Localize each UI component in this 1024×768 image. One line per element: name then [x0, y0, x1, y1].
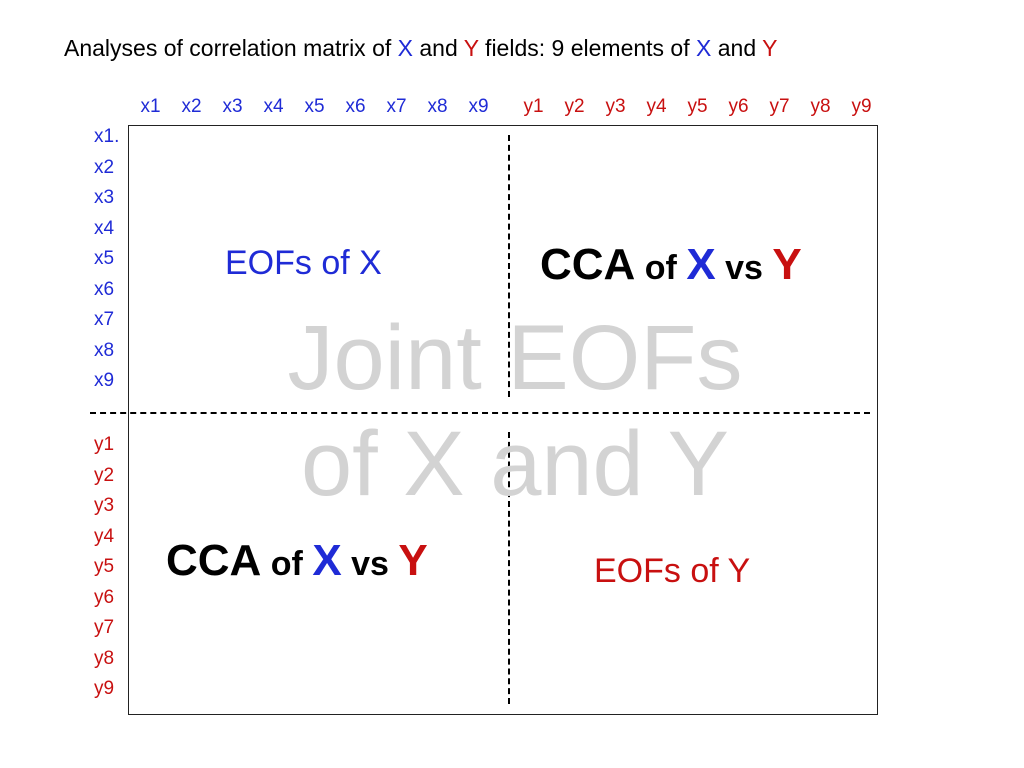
- x-row-label: x6: [94, 278, 115, 300]
- vertical-divider-bottom: [508, 432, 510, 704]
- watermark-line-2: of X and Y: [301, 413, 729, 515]
- y-row-label: y1: [94, 434, 115, 455]
- x-column-header: x7: [386, 96, 407, 117]
- x-column-header: x5: [304, 96, 325, 117]
- x-column-header: x6: [345, 96, 366, 117]
- x-row-label: x9: [94, 370, 115, 391]
- x-row-label: x8: [94, 339, 115, 361]
- watermark-line-1: Joint EOFs: [287, 307, 743, 409]
- y-column-header: y3: [605, 96, 626, 117]
- slide-title: Analyses of correlation matrix of X and …: [64, 35, 777, 62]
- of-word: of: [261, 545, 313, 583]
- y-row-label: y4: [94, 525, 115, 547]
- cca-y: Y: [772, 240, 802, 289]
- y-row-label: y9: [94, 678, 115, 699]
- y-column-header: y8: [810, 96, 831, 117]
- y-row-label: y7: [94, 617, 115, 638]
- x-row-label: x7: [94, 309, 115, 330]
- x-row-label: x2: [94, 156, 115, 178]
- y-column-header: y6: [728, 96, 749, 117]
- y-row-labels: y1 y2 y3 y4 y5 y6 y7 y8 y9: [94, 430, 114, 705]
- title-and-1: and: [412, 35, 464, 61]
- horizontal-divider: [90, 412, 870, 414]
- x-column-header: x1: [140, 96, 161, 117]
- vertical-divider-top: [508, 135, 510, 397]
- y-row-label: y3: [94, 495, 115, 516]
- vs-word: vs: [715, 249, 773, 287]
- y-row-label: y8: [94, 647, 115, 669]
- cca-bottom-left-label: CCA of X vs Y: [166, 536, 428, 586]
- y-column-header: y5: [687, 96, 708, 117]
- title-and-2: and: [711, 35, 763, 61]
- of-word: of: [635, 249, 687, 287]
- title-middle: fields: 9 elements of: [478, 35, 697, 61]
- title-y-2: Y: [762, 35, 778, 61]
- cca-x: X: [686, 240, 716, 289]
- eofs-of-y-label: EOFs of Y: [594, 552, 751, 590]
- y-column-header: y4: [646, 96, 667, 117]
- cca-x: X: [312, 536, 342, 585]
- cca-y: Y: [398, 536, 428, 585]
- x-column-header: x8: [427, 96, 448, 117]
- cca-word: CCA: [540, 240, 636, 289]
- eofs-of-x-label: EOFs of X: [225, 244, 382, 282]
- x-row-label: x5: [94, 248, 115, 269]
- y-column-header: y9: [851, 96, 872, 117]
- x-row-label: x1.: [94, 126, 120, 147]
- title-x: X: [397, 35, 413, 61]
- cca-top-right-label: CCA of X vs Y: [540, 240, 802, 290]
- x-row-label: x4: [94, 217, 115, 239]
- title-y: Y: [463, 35, 479, 61]
- correlation-matrix-box: [128, 125, 878, 715]
- x-column-header: x3: [222, 96, 243, 117]
- y-row-label: y5: [94, 556, 115, 577]
- joint-eofs-watermark: Joint EOFs of X and Y: [280, 305, 750, 517]
- y-row-label: y6: [94, 586, 115, 608]
- vs-word: vs: [341, 545, 399, 583]
- x-row-label: x3: [94, 187, 115, 208]
- x-column-header: x9: [468, 96, 489, 117]
- y-column-header: y1: [523, 96, 544, 117]
- y-column-headers: y1 y2 y3 y4 y5 y6 y7 y8 y9: [513, 96, 882, 118]
- cca-word: CCA: [166, 536, 262, 585]
- title-prefix: Analyses of correlation matrix of: [64, 35, 398, 61]
- y-row-label: y2: [94, 464, 115, 486]
- x-row-labels: x1. x2 x3 x4 x5 x6 x7 x8 x9: [94, 122, 119, 397]
- y-column-header: y7: [769, 96, 790, 117]
- y-column-header: y2: [564, 96, 585, 117]
- x-column-headers: x1 x2 x3 x4 x5 x6 x7 x8 x9: [130, 96, 499, 118]
- x-column-header: x4: [263, 96, 284, 117]
- title-x-2: X: [696, 35, 712, 61]
- x-column-header: x2: [181, 96, 202, 117]
